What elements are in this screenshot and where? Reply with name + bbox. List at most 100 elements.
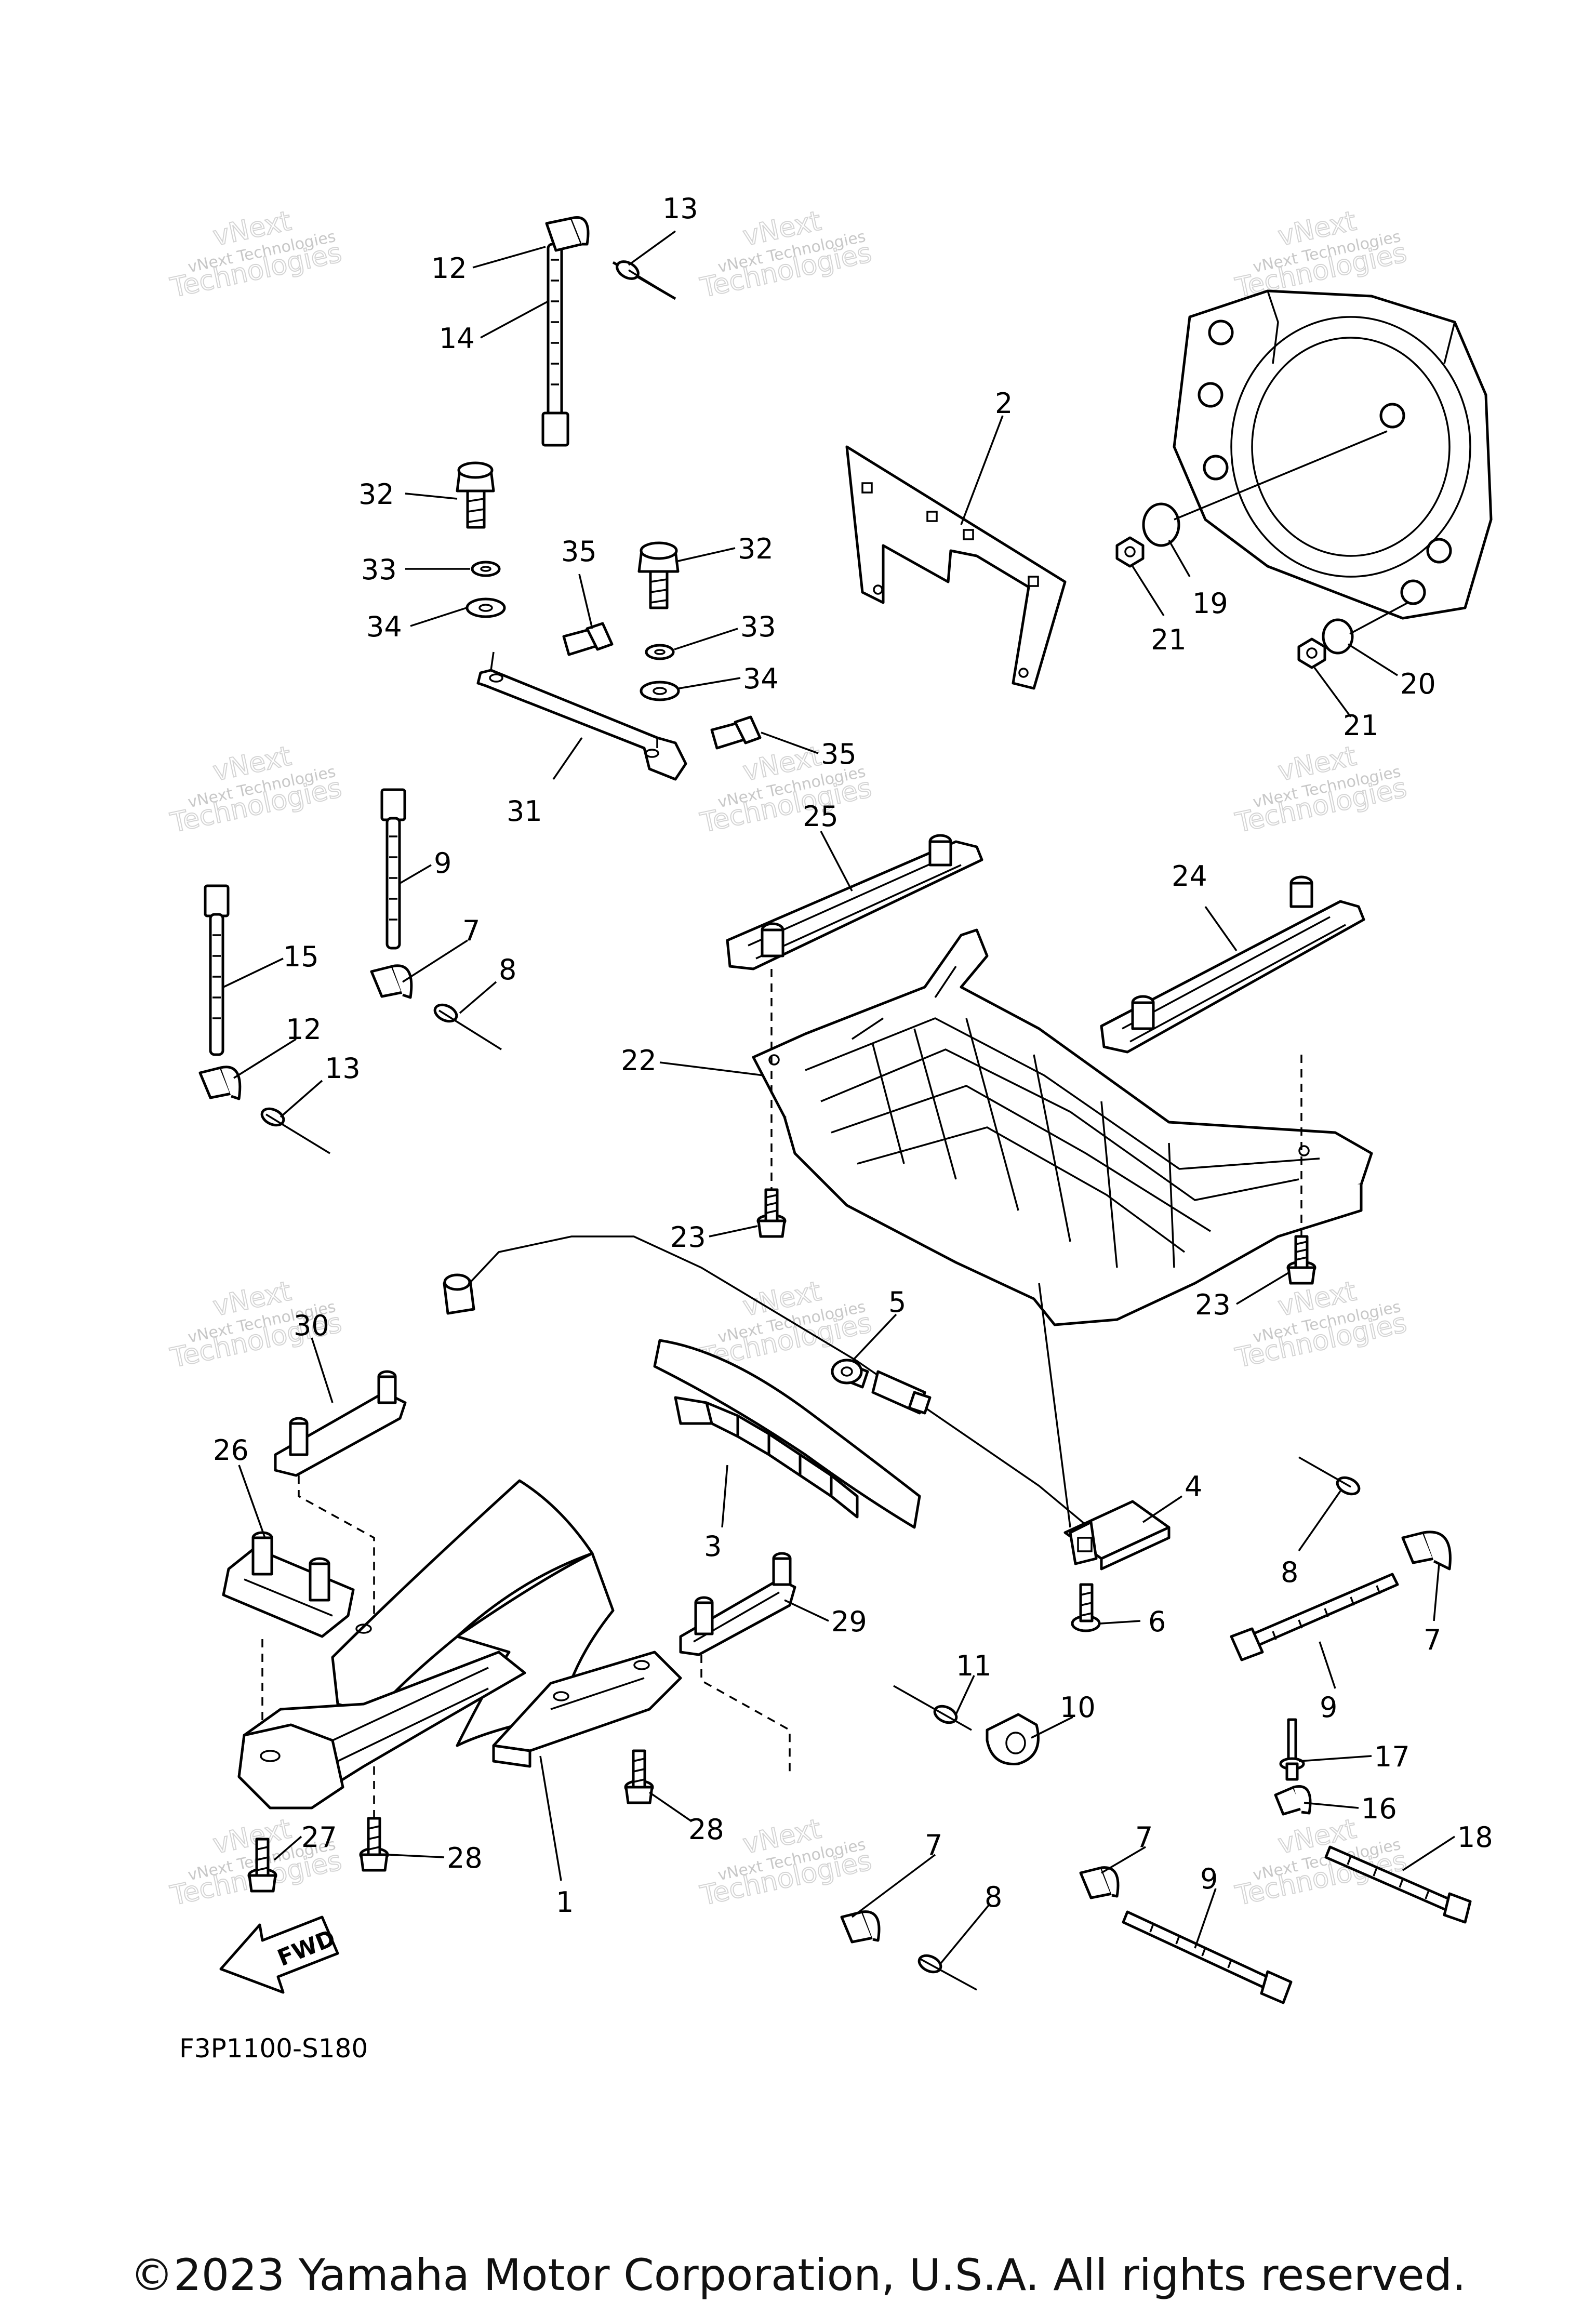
- callout-32-right: 32: [738, 533, 774, 565]
- clamp-7-upper: [370, 964, 413, 999]
- rivet-8-lower: [917, 1954, 977, 1991]
- callout-8-upper: 8: [499, 953, 516, 986]
- damper-20: [1322, 602, 1408, 655]
- clip-10: [986, 1713, 1040, 1765]
- intake-duct-1: [237, 1479, 682, 1810]
- callout-30: 30: [294, 1309, 329, 1342]
- callout-11: 11: [956, 1649, 992, 1682]
- clamp-7-lowright: [1079, 1866, 1120, 1899]
- copyright-notice: ©2023 Yamaha Motor Corporation, U.S.A. A…: [130, 2250, 1466, 2300]
- callout-21-upper: 21: [1151, 623, 1187, 656]
- callout-13-top: 13: [662, 192, 698, 225]
- cable-tie-15: [204, 884, 230, 1056]
- cable-tie-18: [1324, 1845, 1472, 1924]
- engine-bed-22: [752, 928, 1373, 1326]
- callout-1: 1: [556, 1886, 574, 1919]
- bracket-31: [476, 651, 687, 781]
- nut-21-lower: [1297, 637, 1326, 669]
- watermark: vNext vNext Technologies Technologies: [167, 205, 345, 304]
- callout-3: 3: [704, 1530, 722, 1563]
- bolt-27: [247, 1838, 277, 1893]
- cable-tie-9-right: [1230, 1573, 1399, 1661]
- callout-7-upper: 7: [462, 914, 480, 947]
- rivet-8-right: [1298, 1456, 1361, 1496]
- washer-34-left: [466, 597, 506, 618]
- bolt-35-upper: [562, 622, 614, 656]
- callout-9-lower: 9: [1200, 1862, 1218, 1895]
- callout-13-left: 13: [325, 1052, 361, 1085]
- callout-28-right: 28: [688, 1813, 724, 1846]
- callout-5: 5: [888, 1286, 906, 1319]
- rail-25: [726, 834, 983, 970]
- guide-line: [1038, 1283, 1071, 1528]
- callout-19: 19: [1192, 587, 1228, 620]
- diagram-code: F3P1100-S180: [179, 2033, 368, 2064]
- washer-33-right: [645, 644, 675, 660]
- callout-14: 14: [439, 322, 475, 355]
- callout-33-left: 33: [361, 553, 397, 586]
- bolt-28-right: [624, 1749, 654, 1804]
- rivet-8-upper: [433, 1003, 502, 1050]
- callout-10: 10: [1060, 1691, 1096, 1724]
- callout-32-left: 32: [358, 478, 394, 511]
- callout-23-right: 23: [1195, 1288, 1231, 1321]
- clamp-12-left: [198, 1066, 242, 1100]
- leader-lines: [223, 230, 1455, 1965]
- callout-8-lower: 8: [985, 1881, 1002, 1913]
- callout-34-right: 34: [743, 662, 779, 695]
- cable-tie-9-lower: [1122, 1910, 1293, 2004]
- callout-31: 31: [507, 795, 542, 828]
- callout-23-left: 23: [670, 1221, 706, 1254]
- callout-6: 6: [1148, 1605, 1166, 1638]
- rivet-13-left: [260, 1107, 330, 1154]
- damper-19: [1142, 430, 1388, 547]
- rail-24: [1100, 875, 1365, 1054]
- bracket-26: [222, 1531, 355, 1638]
- callout-35-upper: 35: [561, 535, 597, 568]
- bolt-6: [1071, 1583, 1101, 1632]
- bracket-29: [679, 1552, 796, 1656]
- watermark: vNext vNext Technologies Technologies: [1232, 1275, 1410, 1375]
- watermark: vNext vNext Technologies Technologies: [697, 205, 875, 304]
- rivet-11: [893, 1685, 972, 1731]
- callouts: 12 13 14 32 33 34 35 32 33 34 35 31 2 19…: [213, 192, 1493, 1919]
- guide-line: [298, 1475, 375, 1626]
- cable-with-connector: [443, 1235, 1087, 1526]
- callout-7-lowright: 7: [1135, 1821, 1153, 1854]
- callout-28-left: 28: [447, 1842, 483, 1874]
- callout-34-left: 34: [366, 610, 402, 643]
- callout-2: 2: [995, 387, 1013, 420]
- bolt-28-left: [359, 1817, 389, 1872]
- bracket-30: [274, 1370, 407, 1477]
- clamp-7-lower: [840, 1910, 881, 1944]
- callout-12-top: 12: [431, 252, 467, 285]
- bolt-32-right: [637, 541, 680, 609]
- cable-tie-9-upper: [380, 788, 406, 950]
- callout-27: 27: [301, 1821, 337, 1854]
- callout-16: 16: [1361, 1792, 1397, 1825]
- bolt-35-lower: [710, 715, 762, 750]
- bolt-23-right: [1286, 1235, 1316, 1285]
- callout-22: 22: [621, 1044, 657, 1077]
- callout-9-right: 9: [1320, 1691, 1337, 1724]
- callout-12-left: 12: [286, 1013, 322, 1046]
- grommet-5: [831, 1359, 863, 1385]
- bolt-32-left: [456, 461, 495, 529]
- callout-25: 25: [803, 800, 839, 833]
- bracket-4: [1063, 1500, 1171, 1571]
- pad-3: [653, 1339, 921, 1529]
- callout-4: 4: [1185, 1470, 1202, 1503]
- washer-33-left: [471, 561, 501, 577]
- callout-7-lower: 7: [925, 1829, 942, 1861]
- callout-7-right: 7: [1424, 1624, 1441, 1656]
- bolt-23-left: [756, 1188, 787, 1238]
- callout-21-lower: 21: [1343, 709, 1379, 742]
- cable-tie-14: [541, 243, 569, 447]
- callout-9-upper: 9: [434, 847, 451, 880]
- clamp-12-top: [545, 216, 590, 252]
- callout-26: 26: [213, 1434, 249, 1467]
- washer-34-right: [640, 681, 680, 701]
- guide-line: [700, 1655, 791, 1777]
- fwd-arrow-icon: FWD: [219, 1915, 339, 1994]
